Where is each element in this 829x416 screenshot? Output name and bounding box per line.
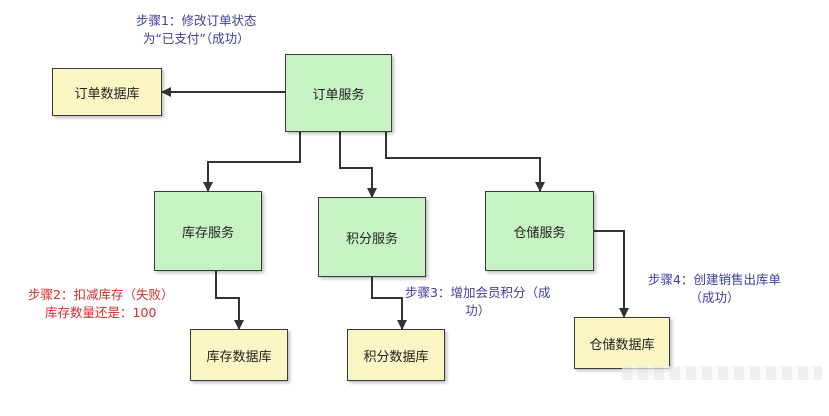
- warehouse-db-box: 仓储数据库: [574, 317, 670, 369]
- arrow-warehouse-to-warehouse-db: [594, 230, 629, 318]
- step4-note: 步骤4：创建销售出库单 （成功）: [648, 271, 781, 307]
- step1-line1: 步骤1：修改订单状态: [136, 13, 257, 28]
- step1-line2: 为“已支付”（成功）: [142, 31, 250, 46]
- inventory-db-label: 库存数据库: [206, 349, 272, 365]
- arrow-points-to-points-db: [371, 277, 407, 330]
- warehouse-service-label: 仓储服务: [513, 225, 566, 241]
- arrow-inventory-to-inventory-db: [215, 271, 244, 330]
- order-db-label: 订单数据库: [74, 86, 140, 102]
- points-service-box: 积分服务: [318, 197, 426, 277]
- arrow-order-to-inventory: [203, 132, 301, 192]
- arrow-order-to-points: [339, 132, 377, 198]
- points-db-label: 积分数据库: [363, 349, 429, 365]
- step3-line1: 步骤3：增加会员积分（成: [405, 285, 551, 300]
- step2-note: 步骤2：扣减库存（失败） 库存数量还是：100: [28, 286, 173, 322]
- inventory-service-label: 库存服务: [181, 225, 234, 241]
- warehouse-db-label: 仓储数据库: [589, 337, 655, 353]
- points-service-label: 积分服务: [345, 231, 398, 247]
- arrow-order-to-warehouse: [385, 132, 545, 192]
- order-db-box: 订单数据库: [52, 68, 162, 116]
- warehouse-service-box: 仓储服务: [485, 191, 594, 271]
- step4-line1: 步骤4：创建销售出库单: [648, 272, 781, 287]
- step2-line1: 步骤2：扣减库存（失败）: [28, 287, 174, 302]
- step4-line2: （成功）: [689, 290, 740, 305]
- order-service-label: 订单服务: [312, 87, 365, 103]
- step2-line2: 库存数量还是：100: [45, 305, 157, 320]
- order-service-box: 订单服务: [285, 54, 392, 132]
- watermark-strip: [622, 366, 822, 380]
- points-db-box: 积分数据库: [347, 329, 445, 381]
- step1-note: 步骤1：修改订单状态 为“已支付”（成功）: [136, 12, 256, 48]
- step3-line2: 功）: [465, 303, 491, 318]
- step3-note: 步骤3：增加会员积分（成 功）: [405, 284, 550, 320]
- inventory-service-box: 库存服务: [154, 191, 262, 271]
- inventory-db-box: 库存数据库: [190, 329, 288, 381]
